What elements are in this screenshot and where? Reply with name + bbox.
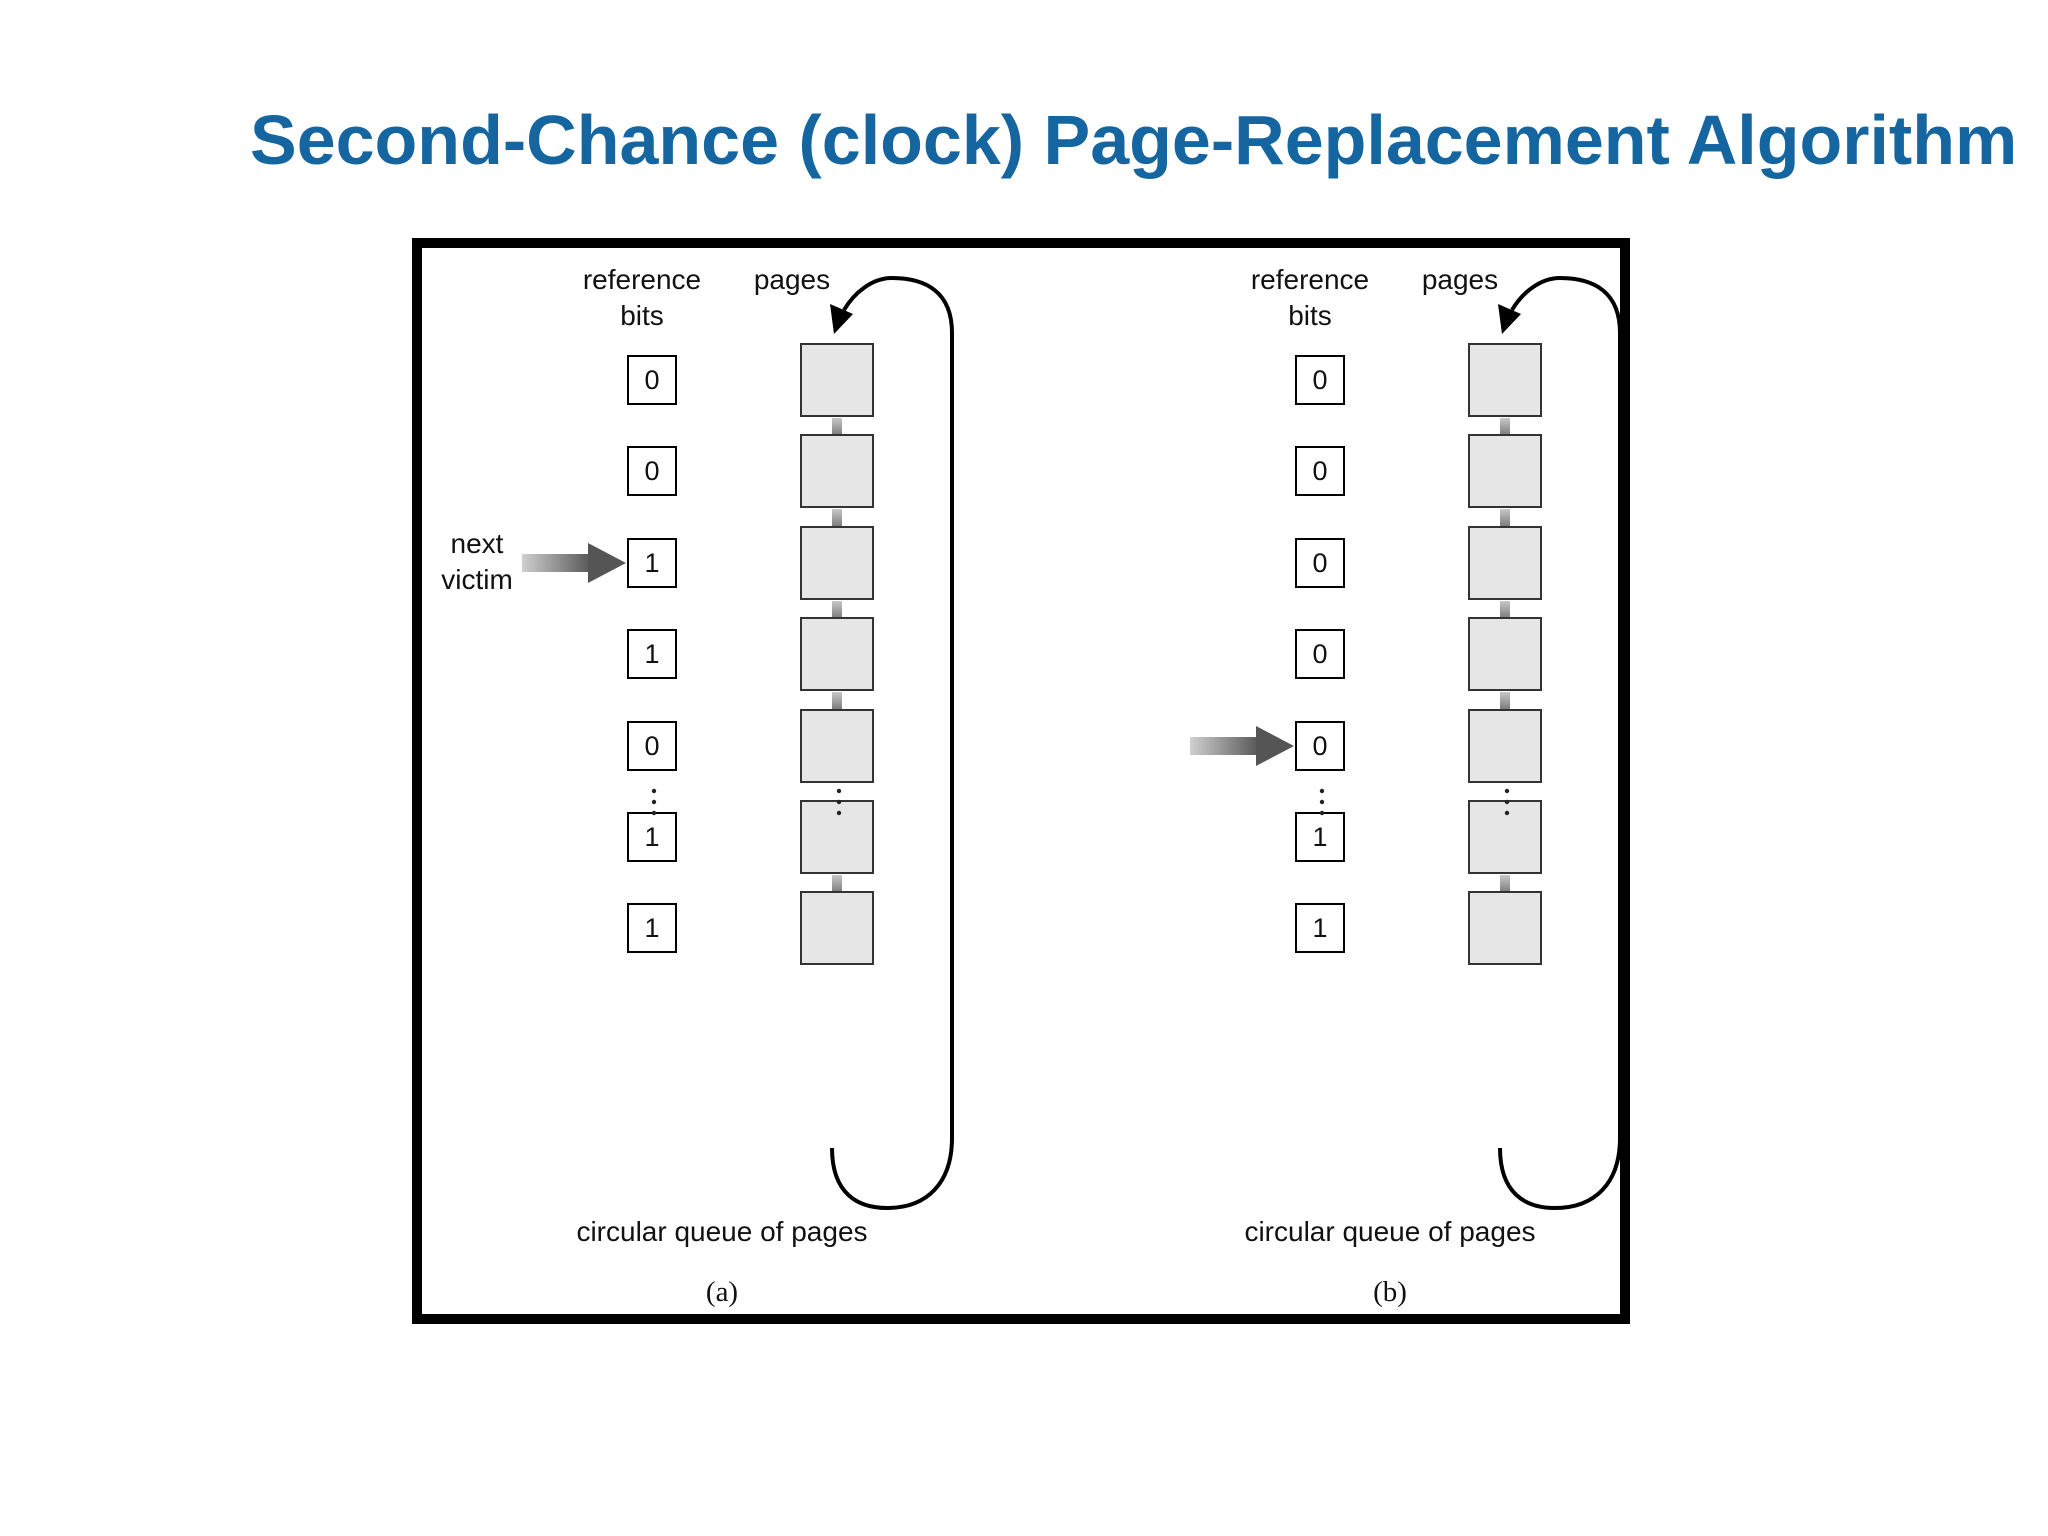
- page-frame: [800, 526, 874, 600]
- header-reference-bits: reference bits: [582, 264, 702, 331]
- pages-ellipsis: [1504, 788, 1510, 816]
- reference-bit: 0: [1295, 721, 1345, 771]
- page-frame: [800, 709, 874, 783]
- page-frame: [1468, 434, 1542, 508]
- reference-bit: 0: [627, 446, 677, 496]
- loop-arrowhead: [830, 304, 853, 334]
- page-frame: [800, 343, 874, 417]
- loop-arrowhead: [1498, 304, 1521, 334]
- panel-b: reference bits pages 0 0 0 0 0 1 1 circular queue…: [1090, 248, 1690, 1314]
- loop-path: [1498, 275, 1622, 1211]
- page-frame: [1468, 617, 1542, 691]
- header-pages: pages: [1421, 264, 1499, 295]
- circular-loop-arrow: [830, 275, 954, 1211]
- panel-caption: circular queue of pages: [1244, 1216, 1536, 1247]
- next-victim-label: next victim: [441, 528, 513, 595]
- circular-loop-arrow: [1498, 275, 1622, 1211]
- page-frame: [800, 434, 874, 508]
- reference-bit: 1: [1295, 903, 1345, 953]
- reference-bit: 1: [627, 812, 677, 862]
- page-frame: [1468, 891, 1542, 965]
- header-pages: pages: [753, 264, 831, 295]
- page-frame: [1468, 526, 1542, 600]
- reference-bit: 1: [627, 629, 677, 679]
- diagram-frame: reference bits pages 0 0 1 1 0 1 1 next victim cir…: [412, 238, 1630, 1324]
- slide-title: Second-Chance (clock) Page-Replacement A…: [250, 101, 2018, 179]
- bits-ellipsis: [651, 788, 657, 816]
- page-frame: [800, 617, 874, 691]
- reference-bit: 0: [627, 721, 677, 771]
- next-victim-arrow: [522, 543, 626, 583]
- reference-bit: 0: [627, 355, 677, 405]
- reference-bit: 1: [1295, 812, 1345, 862]
- loop-path: [830, 275, 954, 1211]
- reference-bit: 1: [627, 538, 677, 588]
- panel-a: reference bits pages 0 0 1 1 0 1 1 next victim cir…: [422, 248, 1022, 1314]
- panel-caption: circular queue of pages: [576, 1216, 868, 1247]
- reference-bit: 1: [627, 903, 677, 953]
- page-frame: [800, 891, 874, 965]
- page-frame: [1468, 709, 1542, 783]
- page-frame: [1468, 343, 1542, 417]
- bits-ellipsis: [1319, 788, 1325, 816]
- next-victim-arrow: [1190, 726, 1294, 766]
- header-reference-bits: reference bits: [1250, 264, 1370, 331]
- reference-bit: 0: [1295, 355, 1345, 405]
- panel-sublabel: (b): [1373, 1276, 1407, 1308]
- reference-bit: 0: [1295, 538, 1345, 588]
- reference-bit: 0: [1295, 446, 1345, 496]
- panel-sublabel: (a): [705, 1276, 739, 1308]
- reference-bit: 0: [1295, 629, 1345, 679]
- pages-ellipsis: [836, 788, 842, 816]
